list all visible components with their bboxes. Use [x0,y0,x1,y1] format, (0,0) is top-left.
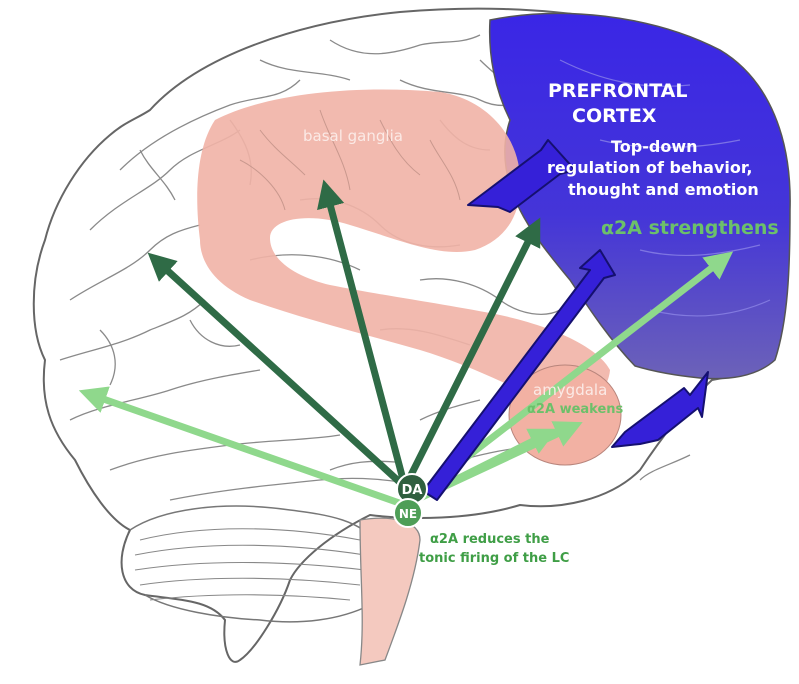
da-projections [147,179,541,491]
brainstem [359,517,421,666]
blue-arrow-pfc-to-amygdala [611,371,709,448]
alpha2a-strengthens-label: α2A strengthens [601,217,779,239]
prefrontal-title-line2: CORTEX [572,105,657,127]
prefrontal-title-line1: PREFRONTAL [548,80,688,102]
prefrontal-desc-line2: regulation of behavior, [547,158,753,177]
blue-arrow-pfc-to-lc [422,249,616,501]
da-arrow-to-basal-ganglia [317,179,409,491]
basal-ganglia-label: basal ganglia [303,127,403,145]
prefrontal-desc-line3: thought and emotion [568,180,759,199]
alpha2a-weakens-label: α2A weakens [527,402,624,417]
da-node-label: DA [402,483,423,498]
da-arrow-to-cortex [147,252,409,491]
pfc-topdown-arrows [422,139,709,501]
blue-arrow-pfc-to-bg [467,139,576,213]
ne-node-label: NE [399,507,417,521]
ne-node: NE [393,498,423,528]
prefrontal-desc-line1: Top-down [611,137,698,156]
lc-note-line1: α2A reduces the [430,532,550,547]
ne-arrow-to-frontal-pole [78,386,409,509]
lc-note-line2: tonic firing of the LC [419,551,569,566]
basal-ganglia-region [197,89,610,410]
da-arrow-to-striatum [401,217,541,491]
cerebellum [134,528,366,601]
prefrontal-gyri [559,59,771,317]
basal-ganglia-texture [239,109,461,211]
amygdala-label: amygdala [533,381,607,399]
da-node: DA [396,473,428,505]
